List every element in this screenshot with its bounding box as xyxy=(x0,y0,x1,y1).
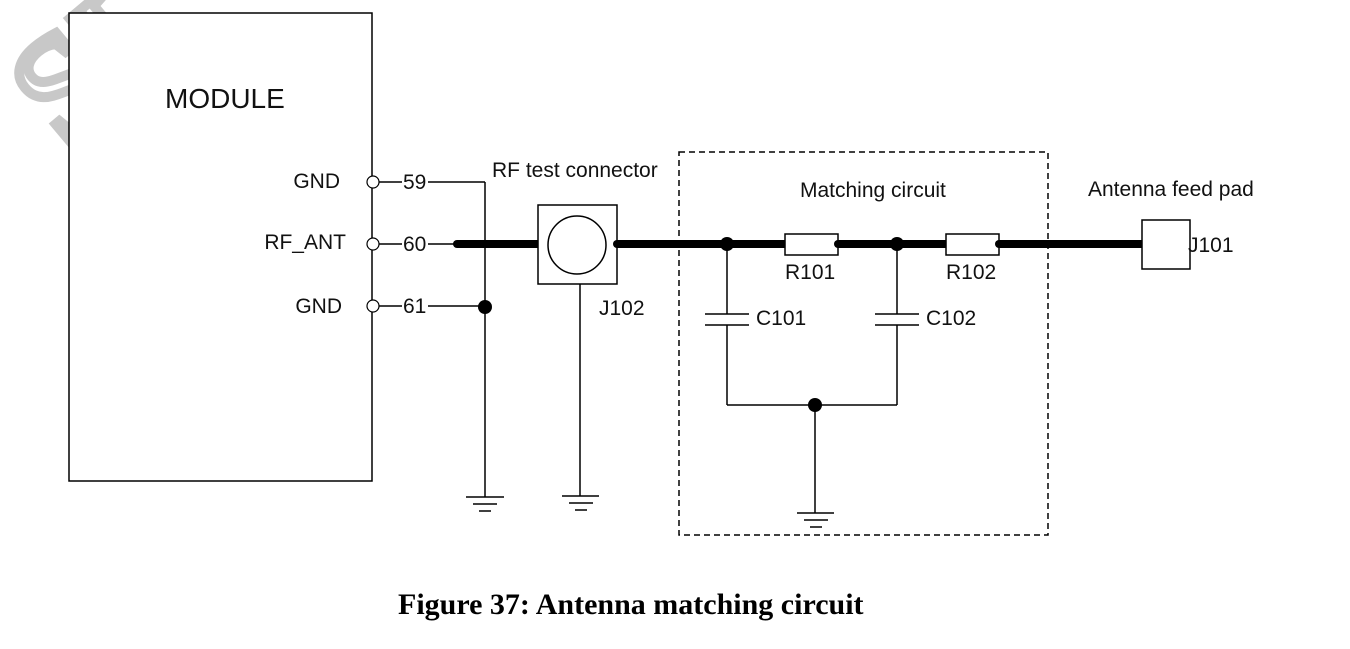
rf-test-connector-label: RF test connector xyxy=(492,159,658,182)
j101-ref: J101 xyxy=(1188,234,1234,257)
pin-number-60: 60 xyxy=(403,233,426,256)
coax-icon xyxy=(547,215,607,275)
antenna-feed-pad-label: Antenna feed pad xyxy=(1088,178,1254,201)
r101-label: R101 xyxy=(785,261,835,284)
pin-circle-59 xyxy=(366,175,380,189)
c101-label: C101 xyxy=(756,307,806,330)
j102-connector xyxy=(537,204,618,285)
capacitor-c102 xyxy=(875,313,919,326)
pin-circle-60 xyxy=(366,237,380,251)
pin-name-60: RF_ANT xyxy=(264,231,346,254)
module-box xyxy=(68,12,373,482)
module-title: MODULE xyxy=(165,83,285,114)
pin-circle-61 xyxy=(366,299,380,313)
pin-name-61: GND xyxy=(295,295,342,318)
matching-circuit-label: Matching circuit xyxy=(800,179,946,202)
ground-icon xyxy=(797,512,834,528)
resistor-r101 xyxy=(784,233,839,256)
pin-number-59: 59 xyxy=(403,171,426,194)
matching-circuit-box xyxy=(678,151,1049,536)
pin-name-59: GND xyxy=(293,170,340,193)
antenna-feed-pad xyxy=(1141,219,1191,270)
junction-dot xyxy=(478,300,492,314)
j102-ref: J102 xyxy=(599,297,645,320)
pin-number-61: 61 xyxy=(403,295,426,318)
figure-caption: Figure 37: Antenna matching circuit xyxy=(398,588,864,621)
ground-icon xyxy=(562,495,599,511)
ground-icon xyxy=(466,496,504,512)
c102-label: C102 xyxy=(926,307,976,330)
r102-label: R102 xyxy=(946,261,996,284)
resistor-r102 xyxy=(945,233,1000,256)
capacitor-c101 xyxy=(705,313,749,326)
